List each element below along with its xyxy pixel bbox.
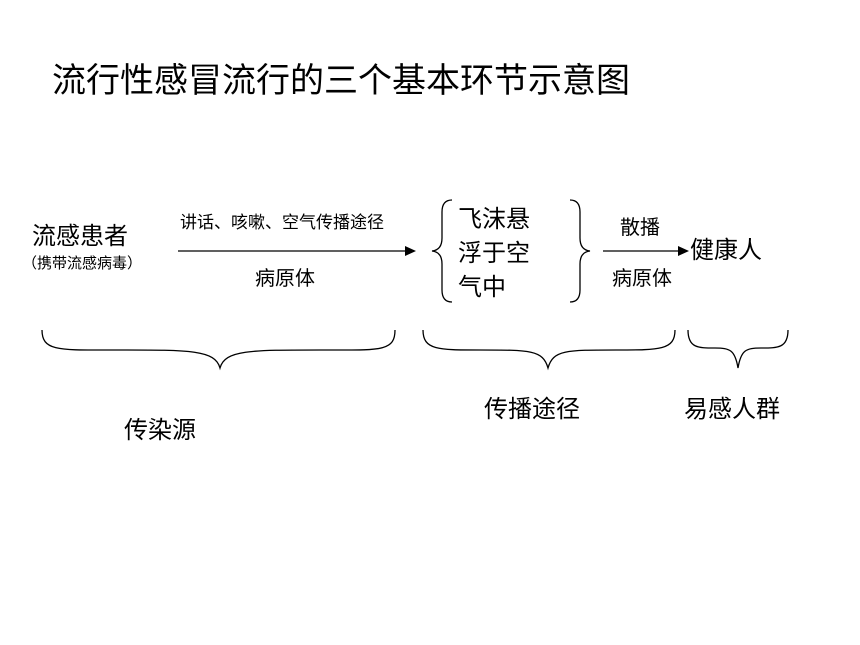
arrow-2-head [678, 246, 689, 256]
route-description: 讲话、咳嗽、空气传播途径 [180, 213, 384, 233]
droplet-left-brace [431, 199, 453, 303]
droplet-line-2: 浮于空 [458, 239, 530, 267]
group-label-source: 传染源 [124, 416, 196, 444]
droplet-line-3: 气中 [458, 273, 506, 301]
group-label-host: 易感人群 [684, 395, 780, 423]
page-title: 流行性感冒流行的三个基本环节示意图 [52, 61, 630, 101]
underbrace-source [41, 329, 396, 371]
droplet-box: 飞沫悬 浮于空 气中 [458, 202, 530, 304]
arrow-1-head [405, 246, 416, 256]
infection-source-label: 流感患者 [32, 222, 128, 250]
group-label-route: 传播途径 [484, 395, 580, 423]
droplet-line-1: 飞沫悬 [458, 205, 530, 233]
pathogen-label-2: 病原体 [612, 266, 672, 290]
underbrace-route [422, 329, 676, 371]
spread-label: 散播 [620, 215, 660, 239]
healthy-person-label: 健康人 [690, 236, 762, 264]
pathogen-label-1: 病原体 [255, 266, 315, 290]
carrier-note: （携带流感病毒） [22, 254, 143, 272]
droplet-right-brace [569, 199, 591, 303]
underbrace-host [687, 329, 789, 369]
